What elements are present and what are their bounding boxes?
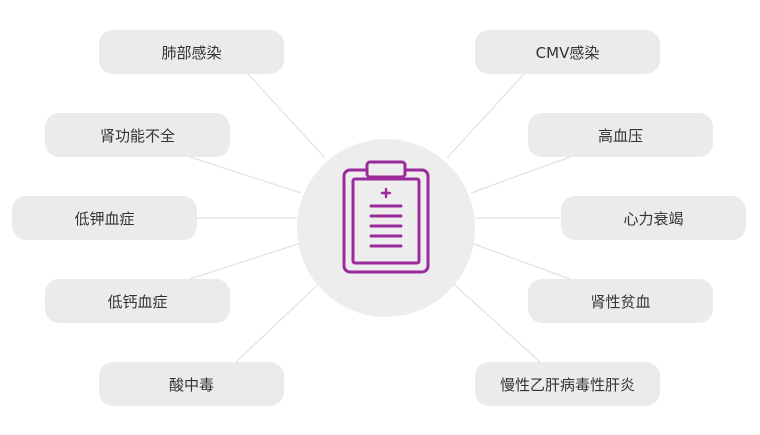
condition-label: 低钙血症 bbox=[107, 292, 168, 311]
clipboard-icon bbox=[342, 160, 430, 274]
condition-pill-right-4: 肾性贫血 bbox=[528, 279, 713, 323]
condition-label: 酸中毒 bbox=[168, 375, 214, 394]
connector-line bbox=[470, 242, 571, 280]
condition-label: 慢性乙肝病毒性肝炎 bbox=[499, 375, 635, 394]
condition-pill-right-1: CMV感染 bbox=[475, 30, 660, 74]
condition-label: 肺部感染 bbox=[161, 43, 222, 62]
condition-pill-left-5: 酸中毒 bbox=[99, 362, 284, 406]
condition-pill-left-3: 低钾血症 bbox=[12, 196, 197, 240]
condition-label: 肾性贫血 bbox=[590, 292, 651, 311]
connector-line bbox=[189, 242, 302, 280]
condition-pill-right-5: 慢性乙肝病毒性肝炎 bbox=[475, 362, 660, 406]
condition-pill-right-2: 高血压 bbox=[528, 113, 713, 157]
condition-label: 心力衰竭 bbox=[623, 209, 684, 228]
condition-label: 高血压 bbox=[597, 126, 643, 145]
condition-pill-left-1: 肺部感染 bbox=[99, 30, 284, 74]
condition-pill-left-4: 低钙血症 bbox=[45, 279, 230, 323]
condition-pill-left-2: 肾功能不全 bbox=[45, 113, 230, 157]
connector-line bbox=[235, 277, 326, 363]
connector-line bbox=[446, 73, 525, 159]
connector-line bbox=[470, 156, 571, 194]
condition-label: 低钾血症 bbox=[74, 209, 135, 228]
connector-line bbox=[247, 73, 326, 159]
condition-label: CMV感染 bbox=[535, 43, 600, 62]
connector-line bbox=[189, 156, 302, 194]
connector-line bbox=[446, 277, 541, 363]
condition-pill-right-3: 心力衰竭 bbox=[561, 196, 746, 240]
condition-label: 肾功能不全 bbox=[99, 126, 175, 145]
